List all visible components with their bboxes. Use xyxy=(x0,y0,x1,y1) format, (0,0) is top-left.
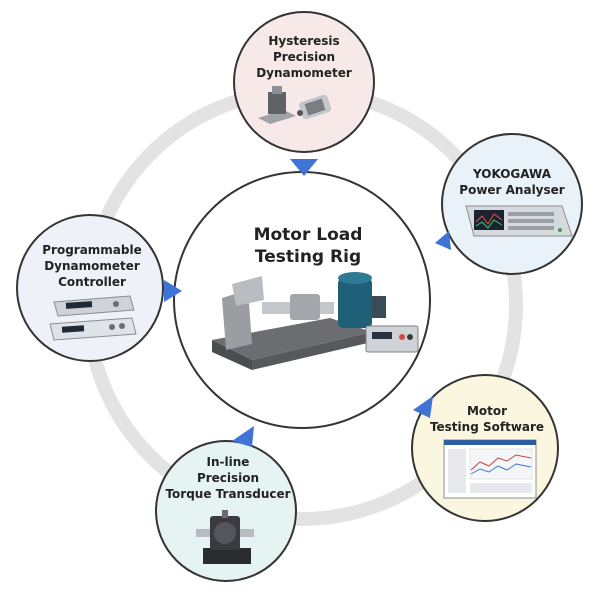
controller-label-line3: Controller xyxy=(58,275,126,289)
transducer-label-line2: Precision xyxy=(197,471,259,485)
arrow-yokogawa-to-center xyxy=(435,231,451,250)
center-title-line1: Motor Load xyxy=(254,225,363,245)
transducer-label-line3: Torque Transducer xyxy=(165,487,290,501)
controller-rack-icon xyxy=(49,295,137,341)
yokogawa-node-bg xyxy=(441,133,583,275)
software-label-line2: Testing Software xyxy=(430,420,544,434)
center-title-line2: Testing Rig xyxy=(255,247,361,267)
yokogawa-label-line1: YOKOGAWA xyxy=(472,167,552,181)
power-analyser-icon xyxy=(465,205,573,237)
arrow-transducer-to-center xyxy=(232,426,254,447)
hysteresis-label-line3: Dynamometer xyxy=(256,66,352,80)
motor-test-rig-icon xyxy=(212,272,419,370)
software-window-icon xyxy=(443,439,537,499)
center-node: Motor Load Testing Rig xyxy=(173,171,431,429)
controller-node: Programmable Dynamometer Controller xyxy=(16,214,164,362)
yokogawa-label-line2: Power Analyser xyxy=(459,183,565,197)
torque-transducer-icon xyxy=(196,510,254,564)
yokogawa-node: YOKOGAWA Power Analyser xyxy=(441,133,583,275)
flow-arrows xyxy=(164,159,451,447)
hysteresis-label-line1: Hysteresis xyxy=(268,34,339,48)
transducer-node: In-line Precision Torque Transducer xyxy=(155,440,297,582)
controller-label-line2: Dynamometer xyxy=(44,259,140,273)
transducer-label-line1: In-line xyxy=(207,455,250,469)
hysteresis-node: Hysteresis Precision Dynamometer xyxy=(233,11,375,153)
arrow-hysteresis-to-center xyxy=(290,159,318,176)
arrow-controller-to-center xyxy=(164,280,182,302)
hysteresis-node-bg xyxy=(233,11,375,153)
arrow-software-to-center xyxy=(413,396,433,418)
software-node: Motor Testing Software xyxy=(411,374,559,522)
software-label-line1: Motor xyxy=(467,404,507,418)
hysteresis-label-line2: Precision xyxy=(273,50,335,64)
controller-label-line1: Programmable xyxy=(42,243,142,257)
dynamometer-icon xyxy=(258,86,332,124)
